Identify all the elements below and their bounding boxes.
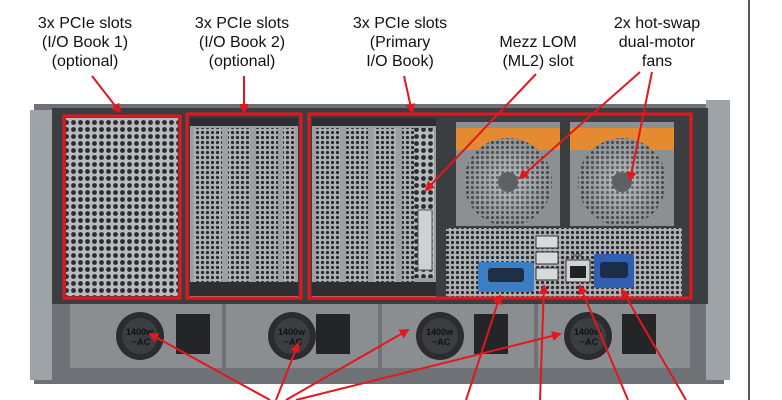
svg-text:~AC: ~AC	[580, 337, 599, 347]
psu-3-label: 1400w	[426, 327, 454, 337]
serial-port	[478, 262, 534, 292]
svg-text:IMM: IMM	[571, 253, 583, 259]
highlight-io-book-1	[62, 114, 182, 300]
fan-2	[570, 122, 674, 226]
highlight-io-book-2	[185, 112, 303, 300]
power-supplies: 1400w ~AC 1400w ~AC 1400w ~AC 1400w ~AC	[70, 304, 690, 368]
callout-io-book-1: 3x PCIe slots (I/O Book 1) (optional)	[37, 15, 133, 70]
callout-io-book-2: 3x PCIe slots (I/O Book 2) (optional)	[194, 15, 290, 70]
svg-text:~AC: ~AC	[132, 337, 151, 347]
callout-arrows	[91, 71, 687, 400]
io-book-1-panel	[66, 118, 178, 296]
svg-text:~AC: ~AC	[284, 337, 303, 347]
fan-1	[456, 122, 560, 226]
imm-port: IMM	[565, 253, 591, 283]
usb-ports	[535, 235, 559, 281]
psu-4-label: 1400w	[574, 327, 602, 337]
highlight-boxes	[62, 112, 693, 300]
left-rack-ear	[30, 110, 52, 380]
primary-io-book-panel	[312, 118, 436, 298]
svg-text:~AC: ~AC	[432, 337, 451, 347]
callout-primary-io-book: 3x PCIe slots (Primary I/O Book)	[352, 15, 448, 70]
right-rack-ear	[706, 100, 730, 380]
psu-1-label: 1400w	[126, 327, 154, 337]
callout-fans: 2x hot-swap dual-motor fans	[613, 15, 701, 70]
psu-2-label: 1400w	[278, 327, 306, 337]
io-book-2-panel	[190, 118, 298, 298]
vga-port	[594, 254, 634, 288]
callout-mezz-lom: Mezz LOM (ML2) slot	[499, 34, 577, 70]
